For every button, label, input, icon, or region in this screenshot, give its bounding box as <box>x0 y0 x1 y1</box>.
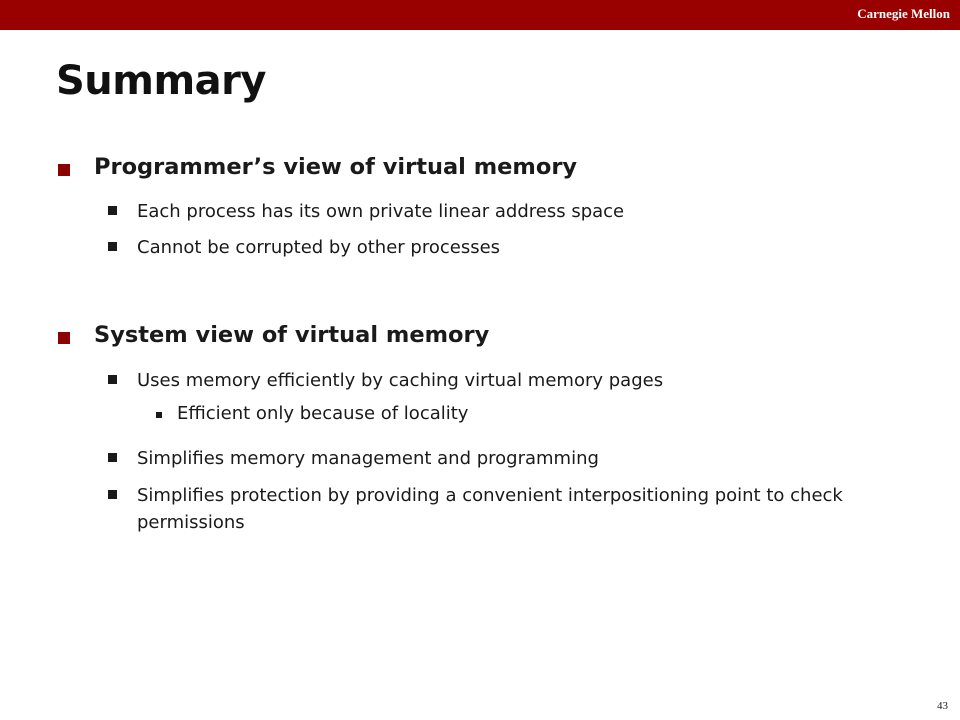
bullet-item: Uses memory efficiently by caching virtu… <box>108 367 908 394</box>
square-bullet-icon <box>108 242 117 251</box>
bullet-item-text: Simplifies memory management and program… <box>137 448 599 469</box>
bullet-item: Each process has its own private linear … <box>108 198 908 225</box>
bullet-item-text: Uses memory efficiently by caching virtu… <box>137 370 664 391</box>
bullet-item: Simplifies memory management and program… <box>108 445 908 472</box>
header-bar: Carnegie Mellon <box>0 0 960 30</box>
sub-bullet-item-text: Efficient only because of locality <box>177 403 469 424</box>
section-heading-text: Programmer’s view of virtual memory <box>94 154 578 180</box>
square-bullet-icon <box>108 490 117 499</box>
square-bullet-icon <box>58 164 70 176</box>
page-number: 43 <box>937 700 948 712</box>
bullet-item: Cannot be corrupted by other processes <box>108 234 908 261</box>
bullet-item-text: Cannot be corrupted by other processes <box>137 237 501 258</box>
brand-label: Carnegie Mellon <box>857 6 950 21</box>
square-bullet-icon <box>58 332 70 344</box>
small-square-bullet-icon <box>156 412 162 418</box>
bullet-item-text: Each process has its own private linear … <box>137 201 625 222</box>
bullet-item-text: Simplifies protection by providing a con… <box>137 485 843 533</box>
square-bullet-icon <box>108 453 117 462</box>
section-heading-text: System view of virtual memory <box>94 322 490 348</box>
square-bullet-icon <box>108 375 117 384</box>
bullet-item: Simplifies protection by providing a con… <box>108 482 898 536</box>
slide-title: Summary <box>56 58 266 104</box>
square-bullet-icon <box>108 206 117 215</box>
